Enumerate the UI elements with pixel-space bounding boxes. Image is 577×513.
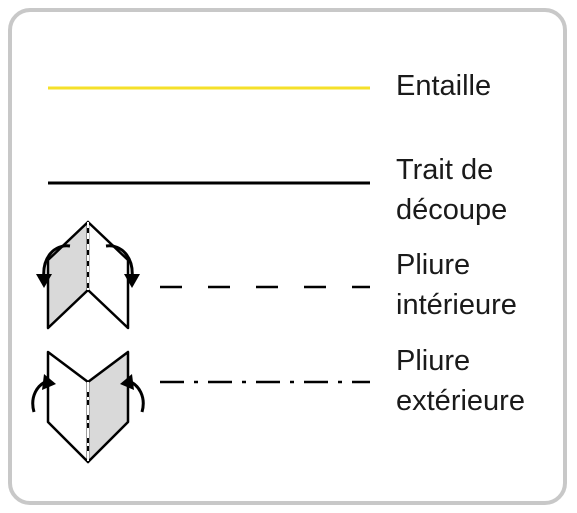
- trait-de-decoupe-label-line2: découpe: [396, 194, 508, 226]
- pliure-interieure-label: Pliure intérieure: [396, 245, 517, 325]
- entaille-label: Entaille: [396, 66, 491, 106]
- trait-de-decoupe-label-line1: Trait de: [396, 154, 494, 186]
- pliure-exterieure-label-line2: extérieure: [396, 385, 525, 417]
- pliure-interieure-label-line2: intérieure: [396, 289, 517, 321]
- inward-fold-icon: [36, 220, 140, 330]
- pliure-exterieure-label-line1: Pliure: [396, 345, 471, 377]
- entaille-label-text: Entaille: [396, 70, 492, 102]
- pliure-interieure-label-line1: Pliure: [396, 249, 471, 281]
- pliure-exterieure-label: Pliure extérieure: [396, 341, 525, 421]
- trait-de-decoupe-label: Trait de découpe: [396, 150, 507, 230]
- outward-fold-icon: [31, 350, 145, 464]
